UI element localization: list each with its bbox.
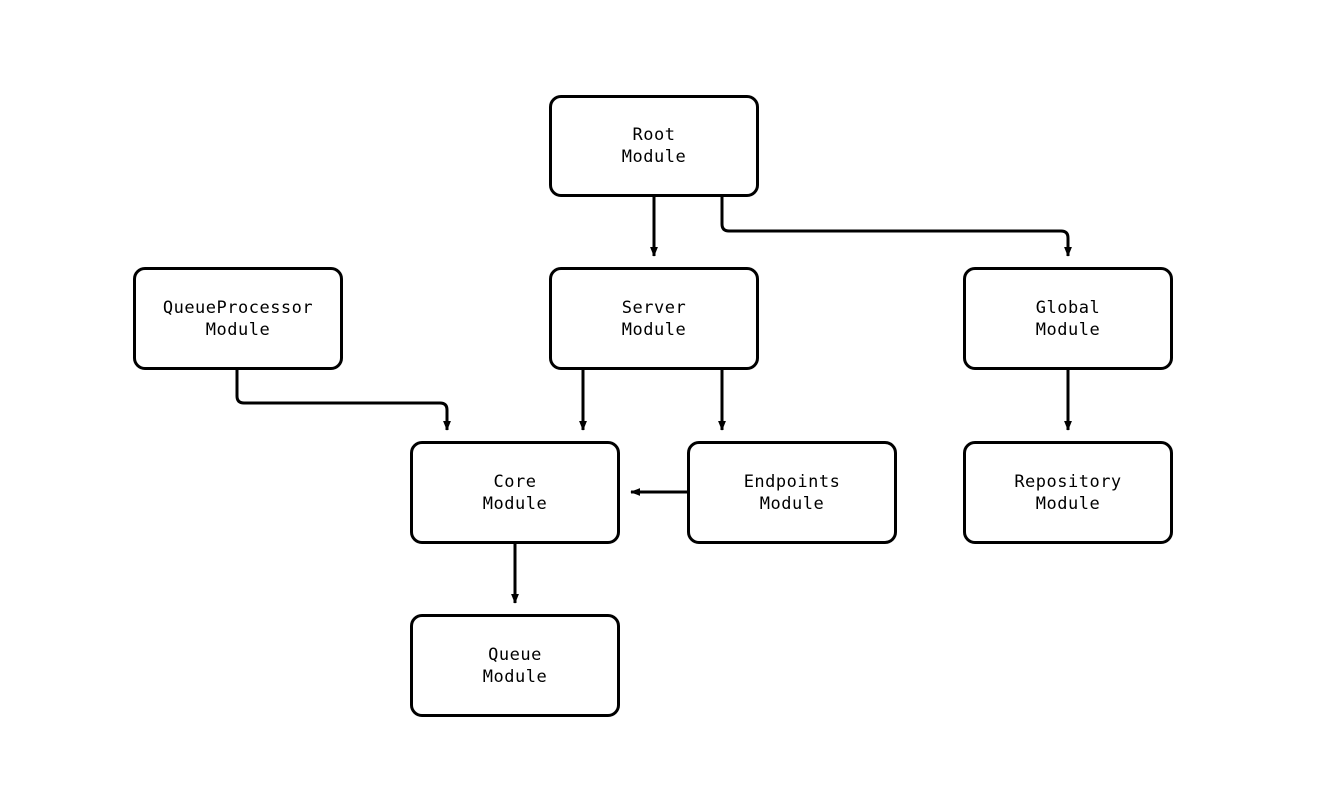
node-label-secondary: Module bbox=[621, 147, 687, 167]
node-label-primary: Server bbox=[621, 297, 687, 318]
node-label-primary: Repository bbox=[1014, 471, 1122, 492]
node-label-primary: Core bbox=[493, 471, 537, 492]
node-label-primary: Endpoints bbox=[743, 471, 841, 492]
edge-queueprocessor-core bbox=[235, 370, 451, 431]
node-label-primary: Root bbox=[632, 125, 676, 145]
node-label-secondary: Module bbox=[1035, 319, 1101, 340]
node-label-primary: Global bbox=[1035, 297, 1101, 318]
node-label-secondary: Module bbox=[621, 319, 687, 340]
node-label-secondary: Module bbox=[205, 319, 271, 340]
edge-paths bbox=[235, 197, 1072, 604]
node-label-primary: Queue bbox=[488, 644, 542, 665]
node-label-secondary: Module bbox=[1035, 493, 1101, 514]
node-label-secondary: Module bbox=[482, 666, 548, 687]
edge-root-global bbox=[720, 197, 1072, 257]
node-label-secondary: Module bbox=[482, 493, 548, 514]
node-label-primary: QueueProcessor bbox=[162, 297, 314, 318]
node-label-secondary: Module bbox=[759, 493, 825, 514]
